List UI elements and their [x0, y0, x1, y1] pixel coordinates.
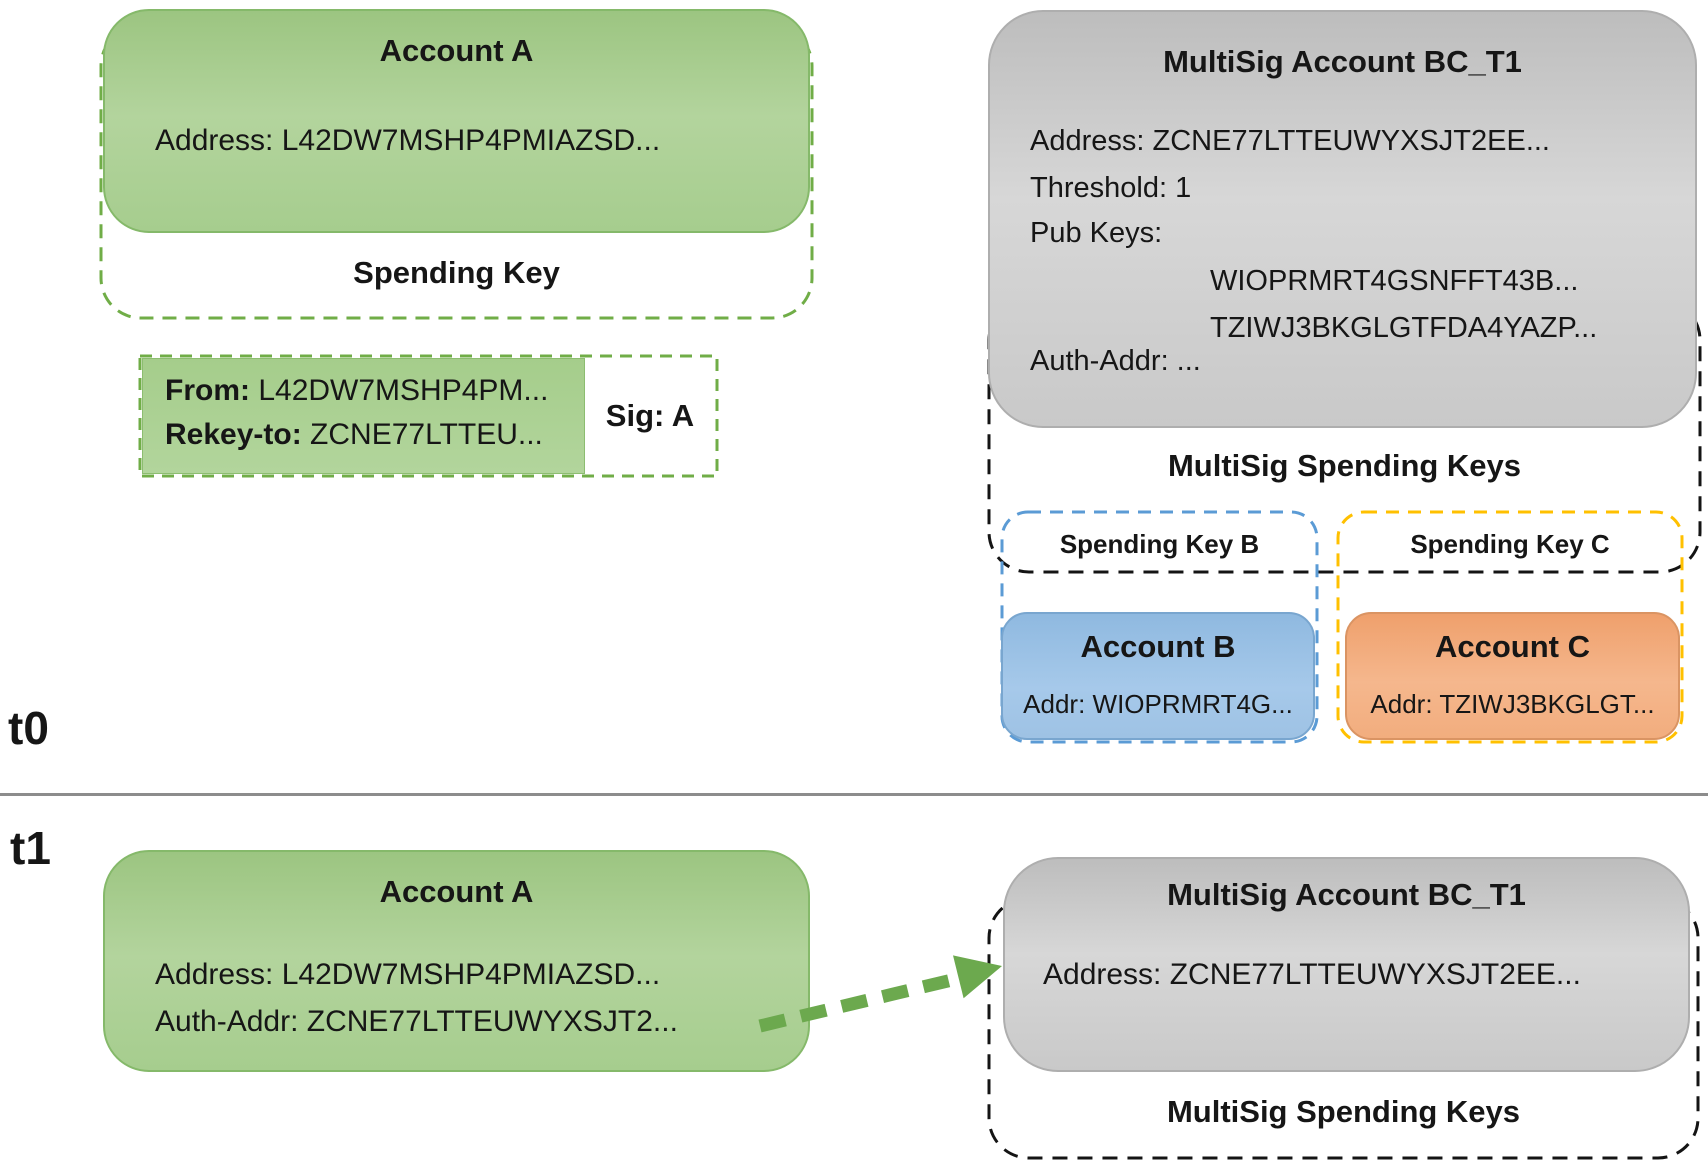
multisig-address-t0: Address: ZCNE77LTTEUWYXSJT2EE...: [1030, 125, 1550, 157]
multisig-threshold: Threshold: 1: [1030, 172, 1192, 204]
spending-key-b-label: Spending Key B: [1059, 529, 1260, 559]
rekey-sig-label: Sig: A: [605, 398, 695, 433]
multisig-spending-keys-title-t0: MultiSig Spending Keys: [1167, 448, 1522, 483]
account-a-title-t1: Account A: [379, 874, 534, 909]
multisig-pubkey-1: WIOPRMRT4GSNFFT43B...: [1210, 265, 1579, 297]
rekey-arrow-head: [953, 955, 1002, 999]
rekey-from-value: L42DW7MSHP4PM...: [258, 374, 549, 407]
rekey-txn-rekey-line: Rekey-to: ZCNE77LTTEU...: [165, 418, 585, 453]
multisig-address-t1: Address: ZCNE77LTTEUWYXSJT2EE...: [1043, 958, 1581, 991]
time-label-t0: t0: [8, 702, 49, 754]
rekey-to-label: Rekey-to:: [165, 418, 311, 451]
rekey-from-label: From:: [165, 374, 259, 407]
multisig-auth-addr-t0: Auth-Addr: ...: [1030, 345, 1201, 377]
account-a-box-t1: [103, 850, 810, 1072]
account-b-title: Account B: [1080, 629, 1236, 664]
multisig-pubkeys-label: Pub Keys:: [1030, 217, 1163, 249]
account-a-address-t1: Address: L42DW7MSHP4PMIAZSD...: [155, 958, 661, 991]
account-c-addr: Addr: TZIWJ3BKGLGT...: [1370, 689, 1655, 719]
timeline-divider: [0, 793, 1708, 796]
spending-key-a-label: Spending Key: [353, 255, 560, 290]
spending-key-c-label: Spending Key C: [1410, 529, 1610, 559]
multisig-title-t0: MultiSig Account BC_T1: [1163, 44, 1522, 79]
account-a-title-t0: Account A: [379, 33, 534, 68]
account-a-auth-addr-t1: Auth-Addr: ZCNE77LTTEUWYXSJT2...: [155, 1005, 678, 1038]
multisig-pubkey-2: TZIWJ3BKGLGTFDA4YAZP...: [1210, 312, 1598, 344]
multisig-title-t1: MultiSig Account BC_T1: [1167, 877, 1526, 912]
rekey-to-value: ZCNE77LTTEU...: [310, 418, 543, 451]
rekey-txn-from-line: From: L42DW7MSHP4PM...: [165, 374, 585, 409]
account-c-title: Account C: [1435, 629, 1590, 664]
account-a-address-t0: Address: L42DW7MSHP4PMIAZSD...: [155, 124, 661, 157]
time-label-t1: t1: [10, 822, 51, 874]
multisig-spending-keys-title-t1: MultiSig Spending Keys: [1166, 1094, 1521, 1129]
account-b-addr: Addr: WIOPRMRT4G...: [1023, 689, 1293, 719]
